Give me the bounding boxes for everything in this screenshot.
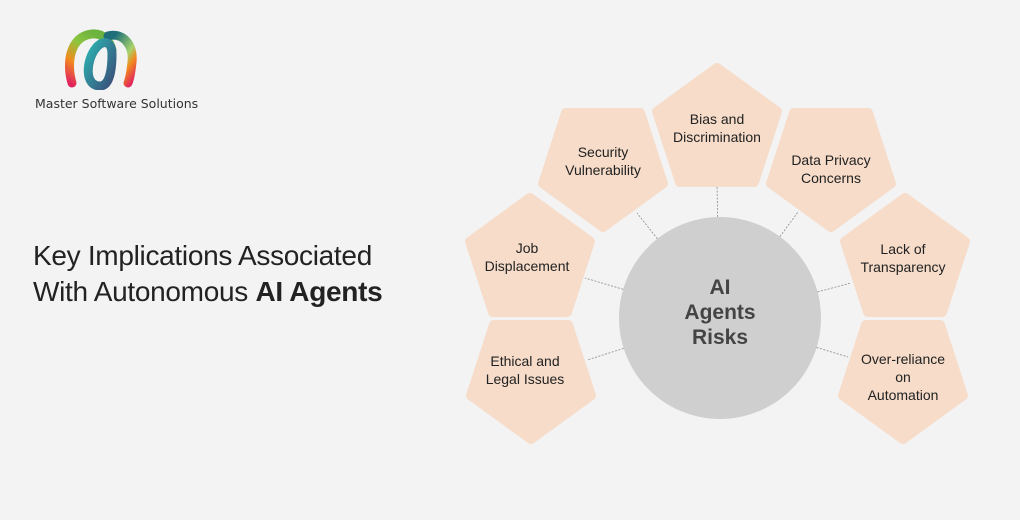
title-line-2: With Autonomous AI Agents [33, 274, 383, 310]
center-circle [619, 217, 821, 419]
title-line-1: Key Implications Associated [33, 240, 372, 271]
pentagon-shape [466, 320, 596, 444]
pentagon-shape [766, 108, 896, 232]
center-label-line: Agents [684, 301, 755, 324]
connector-security [636, 212, 658, 240]
connector-data-privacy [779, 211, 799, 237]
risk-label-line: Transparency [860, 259, 945, 275]
pentagon-shape [538, 108, 668, 232]
company-logo [65, 29, 137, 90]
connector-job [584, 277, 624, 290]
center-label-line: Risks [692, 326, 748, 349]
risk-label-line: Discrimination [673, 129, 761, 145]
center-label-line: AI [710, 276, 731, 299]
risk-label-line: Ethical and [490, 353, 559, 369]
connector-bias [716, 185, 719, 218]
page-title: Key Implications Associated With Autonom… [33, 238, 383, 310]
connector-transparency [817, 282, 852, 293]
title-line-2-text: With Autonomous [33, 276, 256, 307]
connector-over-reliance [816, 347, 849, 358]
brand-name: Master Software Solutions [35, 96, 199, 111]
risk-label-line: on [895, 369, 911, 385]
risk-node-transparency: Lack of Transparency [840, 193, 970, 317]
risk-label-line: Legal Issues [486, 371, 565, 387]
risk-label-line: Concerns [801, 170, 861, 186]
risk-label-line: Over-reliance [861, 351, 945, 367]
risk-label-line: Vulnerability [565, 162, 641, 178]
pentagon-shape [652, 63, 782, 187]
pentagon-shape [838, 320, 968, 444]
risk-label-line: Automation [868, 387, 939, 403]
title-emphasis: AI Agents [255, 276, 383, 307]
risk-label-line: Security [578, 144, 629, 160]
pentagon-shape [840, 193, 970, 317]
risk-label: Lack of Transparency [860, 241, 945, 275]
risk-label-line: Data Privacy [791, 152, 870, 168]
risk-label-line: Lack of [880, 241, 925, 257]
risk-label-line: Bias and [690, 111, 744, 127]
risk-label-line: Displacement [485, 258, 570, 274]
connector-ethical [586, 348, 624, 361]
pentagon-shape [465, 193, 595, 317]
risk-label-line: Job [516, 240, 539, 256]
